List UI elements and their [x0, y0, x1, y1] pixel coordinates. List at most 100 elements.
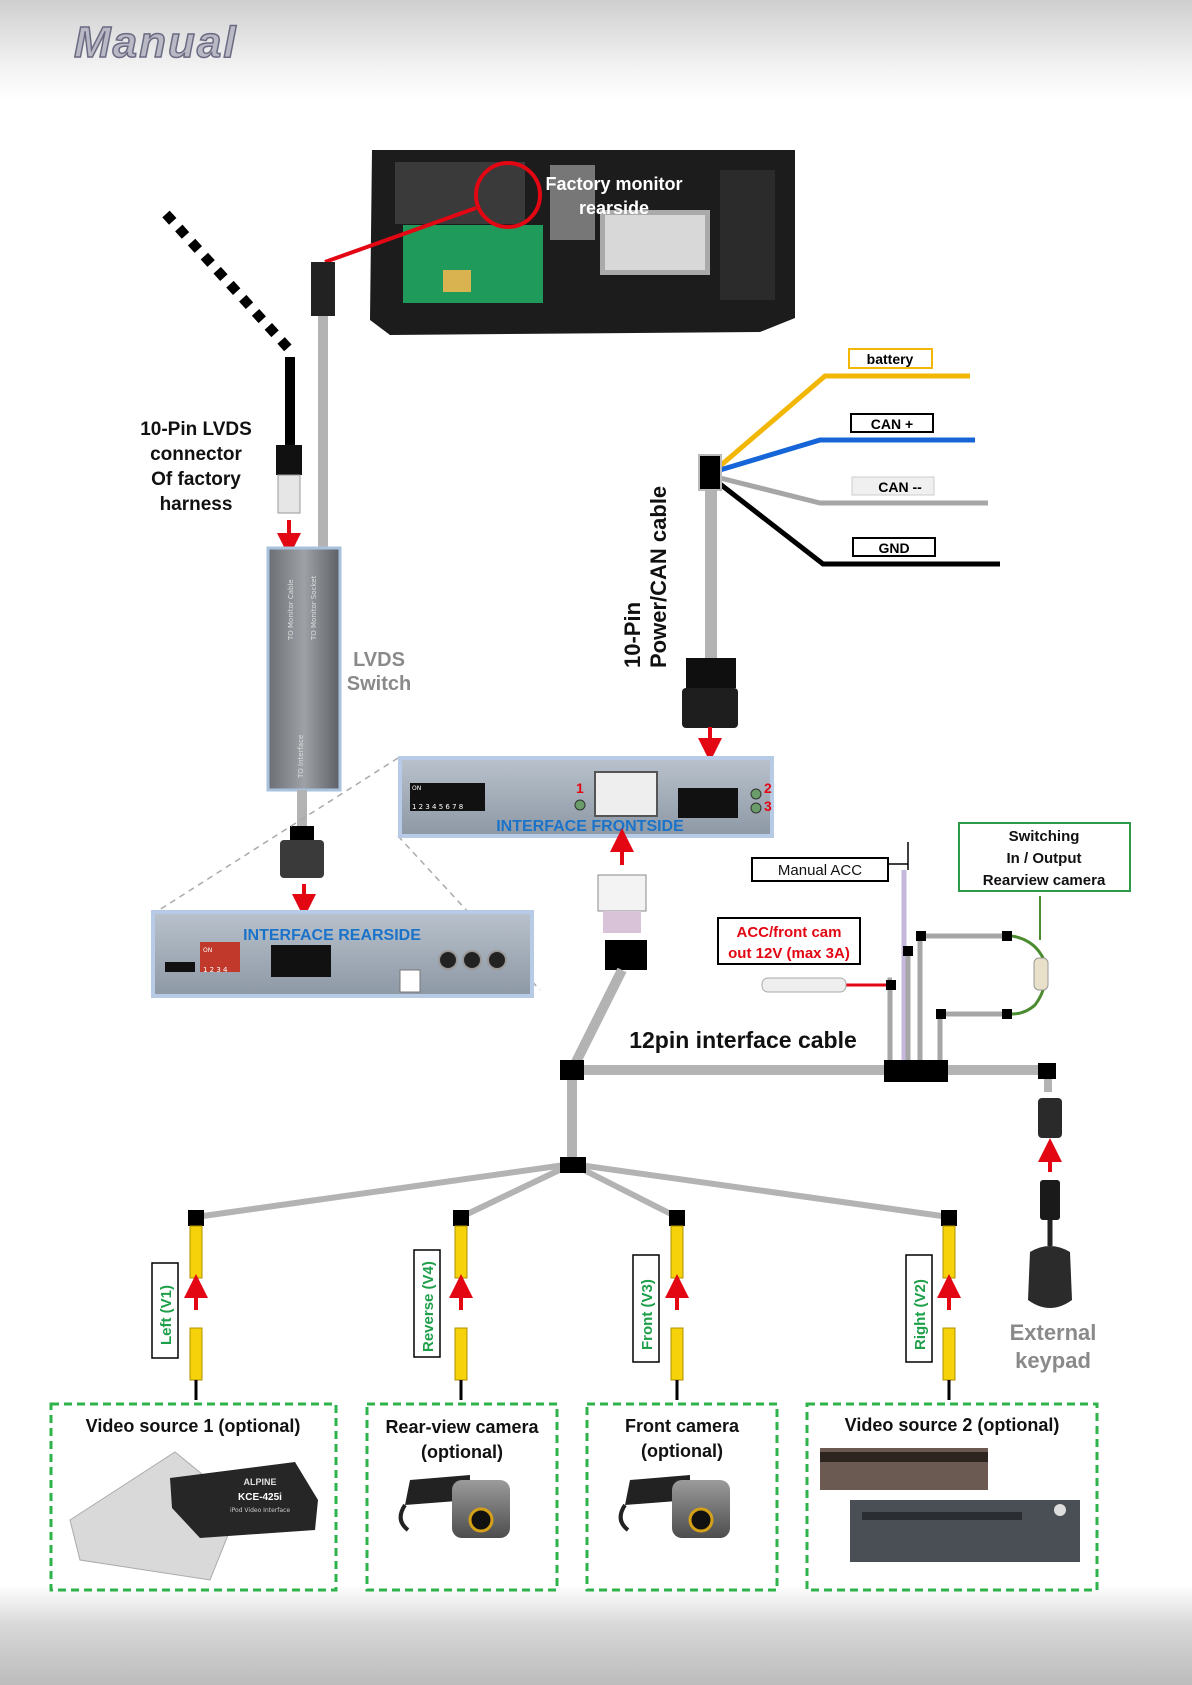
- led-2: [750, 788, 762, 800]
- factory-lvds-plug: [276, 445, 302, 475]
- interface-cable-harness: [560, 842, 1056, 1166]
- svg-text:CAN +: CAN +: [871, 416, 913, 432]
- lvds-connector-label: 10-Pin LVDS connector Of factory harness: [140, 419, 252, 515]
- interface-front-10pin-socket: [678, 788, 738, 818]
- svg-text:(optional): (optional): [421, 1442, 503, 1462]
- svg-text:TO Interface: TO Interface: [297, 735, 305, 779]
- svg-text:GND: GND: [878, 540, 909, 556]
- page-header: Manual: [0, 0, 1192, 100]
- svg-text:(optional): (optional): [641, 1441, 723, 1461]
- source-box-1: Video source 1 (optional) ALPINE KCE-425…: [49, 1402, 338, 1592]
- rca-input-2: [449, 1210, 473, 1400]
- svg-text:Front (V3): Front (V3): [639, 1279, 656, 1350]
- source-box-2: Rear-view camera (optional): [365, 1402, 559, 1592]
- svg-text:Manual ACC: Manual ACC: [778, 862, 862, 879]
- svg-text:harness: harness: [160, 494, 233, 515]
- svg-text:battery: battery: [867, 351, 914, 367]
- lvds-switch: TO Monitor Cable TO Monitor Socket TO In…: [266, 546, 342, 792]
- svg-text:ACC/front cam: ACC/front cam: [736, 924, 841, 941]
- led-3: [750, 802, 762, 814]
- svg-text:ON: ON: [412, 785, 421, 792]
- interface-front-12pin-socket: [594, 771, 658, 817]
- rca-label-left: Left (V1): [151, 1262, 179, 1359]
- svg-text:CAN --: CAN --: [878, 479, 922, 495]
- svg-text:1 2 3 4: 1 2 3 4: [203, 966, 228, 974]
- 12pin-plug-white: [597, 874, 647, 912]
- rear-camera-lens: [468, 1507, 494, 1533]
- svg-text:Switching: Switching: [1009, 828, 1080, 845]
- interface-front-label: INTERFACE FRONTSIDE: [496, 818, 684, 835]
- svg-text:Video source 2 (optional): Video source 2 (optional): [845, 1415, 1060, 1435]
- manual-acc-label: Manual ACC: [751, 857, 889, 882]
- svg-text:In / Output: In / Output: [1007, 850, 1082, 867]
- led-1: [574, 799, 586, 811]
- dip-switch-rear: [200, 942, 240, 972]
- factory-lvds-plug-tip: [277, 474, 301, 514]
- front-camera-lens: [688, 1507, 714, 1533]
- interface-rear-lvds-socket: [271, 945, 331, 977]
- page-footer: [0, 1585, 1192, 1685]
- external-keypad: [1028, 1098, 1072, 1308]
- wire-label-gnd: GND: [852, 537, 936, 557]
- 12pin-plug-black: [605, 940, 647, 970]
- power-can-wires: [718, 373, 1000, 567]
- page-title: Manual: [73, 17, 238, 68]
- source-box-3: Front camera (optional): [585, 1402, 779, 1592]
- rca-label-reverse: Reverse (V4): [413, 1249, 441, 1358]
- monitor-label-line1: Factory monitor: [545, 174, 682, 194]
- monitor-lvds-plug: [311, 262, 335, 316]
- interface-rearside: 1 2 3 4 ON INTERFACE REARSIDE: [151, 910, 534, 998]
- svg-text:10-Pin LVDS: 10-Pin LVDS: [140, 419, 252, 440]
- svg-text:Rearview camera: Rearview camera: [983, 872, 1106, 889]
- switch-output-connector: [280, 840, 324, 878]
- svg-text:Rear-view camera: Rear-view camera: [385, 1417, 539, 1437]
- svg-text:3: 3: [764, 798, 772, 814]
- wire-label-can-plus: CAN +: [850, 413, 934, 433]
- 12pin-plug-wires: [603, 911, 641, 933]
- svg-text:Front camera: Front camera: [625, 1416, 740, 1436]
- usb-port: [165, 962, 195, 972]
- svg-text:TO Monitor Cable: TO Monitor Cable: [287, 579, 295, 641]
- svg-text:Reverse (V4): Reverse (V4): [420, 1261, 437, 1352]
- power-cable-label-line1: 10-Pin: [620, 602, 645, 668]
- svg-text:Of factory: Of factory: [151, 469, 241, 490]
- svg-text:2: 2: [764, 780, 772, 796]
- svg-text:ON: ON: [203, 947, 212, 954]
- lvds-switch-label-line1: LVDS: [353, 649, 405, 671]
- power-cable-label-line2: Power/CAN cable: [646, 486, 671, 668]
- svg-text:TO Monitor Socket: TO Monitor Socket: [310, 575, 318, 641]
- svg-text:1: 1: [576, 780, 584, 796]
- keypad-label-line1: External: [1010, 1320, 1097, 1345]
- rca-label-front: Front (V3): [632, 1254, 660, 1363]
- wire-label-can-minus: CAN --: [851, 476, 935, 496]
- svg-text:iPod Video Interface: iPod Video Interface: [230, 1507, 290, 1514]
- highlight-pointer: [324, 206, 477, 264]
- monitor-label-line2: rearside: [579, 198, 649, 218]
- interface-rear-label: INTERFACE REARSIDE: [243, 927, 421, 944]
- power-can-connector-body: [682, 688, 738, 728]
- rear-audio-jack-3: [487, 950, 507, 970]
- svg-text:KCE-425i: KCE-425i: [238, 1492, 282, 1503]
- rca-input-3: [665, 1210, 689, 1400]
- rca-label-right: Right (V2): [905, 1254, 933, 1363]
- svg-text:ALPINE: ALPINE: [243, 1477, 276, 1487]
- interface-frontside: 1 2 3 4 5 6 7 8 ON 1 2 3 INTERFACE FRONT…: [398, 756, 774, 838]
- power-can-plug: [698, 454, 722, 491]
- rca-fanout: [195, 1157, 950, 1220]
- svg-text:Video source 1 (optional): Video source 1 (optional): [86, 1416, 301, 1436]
- interface-cable-label: 12pin interface cable: [629, 1027, 857, 1053]
- rear-audio-jack-1: [438, 950, 458, 970]
- wire-label-battery: battery: [848, 348, 933, 369]
- svg-text:Right (V2): Right (V2): [912, 1279, 929, 1350]
- svg-text:Left (V1): Left (V1): [158, 1285, 175, 1345]
- power-can-connector: [686, 658, 736, 688]
- dvd-changer: [850, 1500, 1080, 1562]
- lvds-switch-label-line2: Switch: [347, 673, 411, 695]
- factory-harness-dotted: [162, 210, 292, 352]
- keypad-label-line2: keypad: [1015, 1348, 1091, 1373]
- rear-audio-jack-2: [462, 950, 482, 970]
- factory-monitor: Factory monitor rearside: [324, 150, 795, 335]
- svg-text:1 2 3 4 5 6 7 8: 1 2 3 4 5 6 7 8: [412, 803, 463, 811]
- rca-input-1: [184, 1210, 208, 1400]
